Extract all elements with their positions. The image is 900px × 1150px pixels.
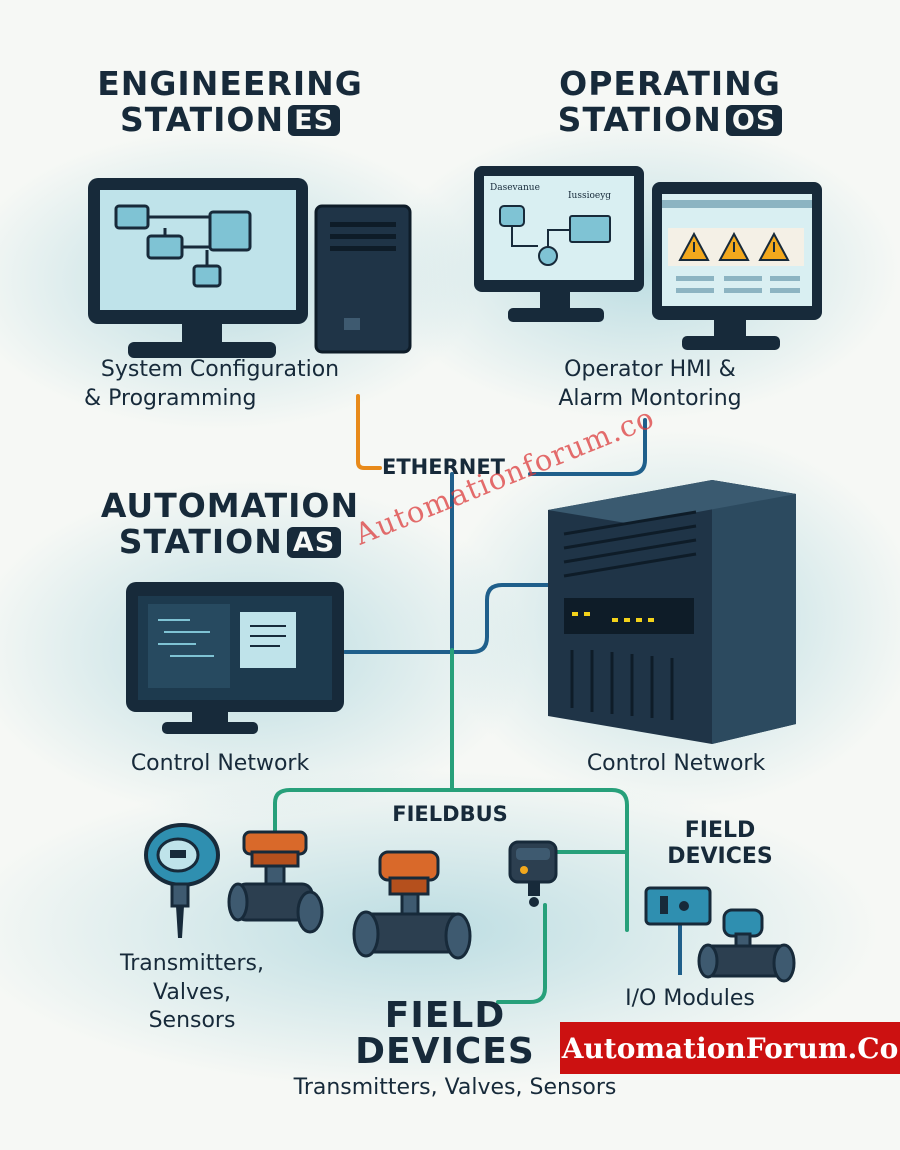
field-devices-left-caption: Transmitters, Valves, Sensors <box>92 950 292 1036</box>
automation-monitor <box>126 582 344 734</box>
automation-title-line2: STATION <box>118 521 283 561</box>
engineering-caption-line1: System Configuration <box>100 357 340 382</box>
operating-caption-line1: Operator HMI & <box>564 357 736 382</box>
brand-banner: AutomationForum.Co <box>560 1022 900 1074</box>
operating-os-badge: OS <box>725 104 783 136</box>
field-devices-main-line2: DEVICES <box>355 1031 535 1072</box>
automation-as-badge: AS <box>286 526 342 558</box>
field-devices-right-line2: DEVICES <box>667 844 773 870</box>
flow-meter-icon <box>697 908 796 983</box>
control-valve-large-icon <box>352 850 472 960</box>
operating-screen-label-right: Iussioeyg <box>568 191 611 201</box>
operating-monitor-right <box>652 182 822 350</box>
alarm-warning-icon <box>668 228 804 266</box>
operating-caption-line2: Alarm Montoring <box>558 385 742 411</box>
field-devices-main-title: FIELD DEVICES <box>330 998 560 1070</box>
fieldbus-lines <box>273 648 629 1004</box>
control-network-label-right: Control Network <box>586 751 766 776</box>
control-network-label-left: Control Network <box>130 751 310 776</box>
ethernet-line <box>356 394 382 470</box>
process-graphic-icon <box>499 205 611 266</box>
control-valve-small-icon <box>227 830 324 934</box>
engineering-monitor <box>88 178 308 358</box>
io-modules-label: I/O Modules <box>625 986 755 1011</box>
io-module-icon <box>644 886 712 926</box>
operating-title-line1: OPERATING <box>559 64 781 103</box>
field-devices-main-line1: FIELD <box>384 995 506 1036</box>
operating-monitor-left <box>474 166 644 322</box>
ethernet-label: ETHERNET <box>382 455 506 479</box>
sensor-icon <box>508 840 558 907</box>
left-caption-line2: Valves, <box>153 979 231 1005</box>
operating-caption: Operator HMI & Alarm Montoring <box>510 356 790 413</box>
field-devices-main-caption: Transmitters, Valves, Sensors <box>293 1075 617 1100</box>
field-devices-right-title: FIELD DEVICES <box>640 818 800 871</box>
fieldbus-label: FIELDBUS <box>392 802 508 826</box>
left-caption-line1: Transmitters, <box>120 951 264 976</box>
automation-title-line1: AUTOMATION <box>100 486 360 525</box>
engineering-caption-line2: & Programming <box>84 385 257 411</box>
operating-screen-label-left: Dasevanue <box>490 183 540 193</box>
pressure-transmitter-icon <box>144 823 220 938</box>
engineering-tower-pc <box>314 204 412 354</box>
automation-server-rack <box>548 480 796 744</box>
engineering-es-badge: ES <box>288 104 341 136</box>
flowchart-icon <box>114 204 252 288</box>
left-caption-line3: Sensors <box>148 1008 236 1034</box>
operating-title-line2: STATION <box>557 99 722 139</box>
engineering-title-line1: ENGINEERING <box>97 64 363 103</box>
engineering-title-line2: STATION <box>119 99 285 139</box>
control-network-lines <box>343 418 647 654</box>
field-devices-right-line1: FIELD <box>684 818 756 843</box>
engineering-caption: System Configuration & Programming <box>60 356 380 413</box>
